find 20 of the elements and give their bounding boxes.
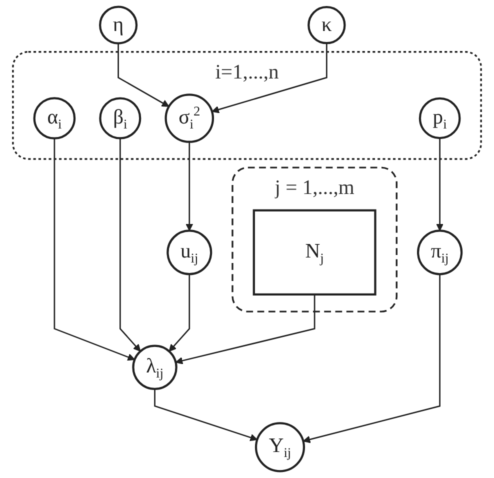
node-circle: p$_{i}$ [418,97,461,140]
arrow [54,138,135,361]
arrow [302,274,440,444]
node-circle: β$_{i}$ [99,97,142,140]
node-circle: λ$_{ij}$ [132,344,178,390]
arrow [212,43,328,114]
node-circle: π$_{ij}$ [416,230,463,276]
arrow [175,294,316,364]
arrow [186,142,194,232]
arrow [168,274,190,352]
node-circle: u$_{ij}$ [166,230,212,276]
node-circle: Y$_{ij}$ [254,422,306,472]
node-circle: η [99,6,138,44]
arrow [154,388,258,442]
arrow [436,138,444,231]
node-circle: κ [308,6,346,44]
arrow [118,43,170,107]
node-circle: α$_{i}$ [33,97,76,140]
arrow [119,138,141,352]
node-box: N$_{j}$ [252,209,376,296]
